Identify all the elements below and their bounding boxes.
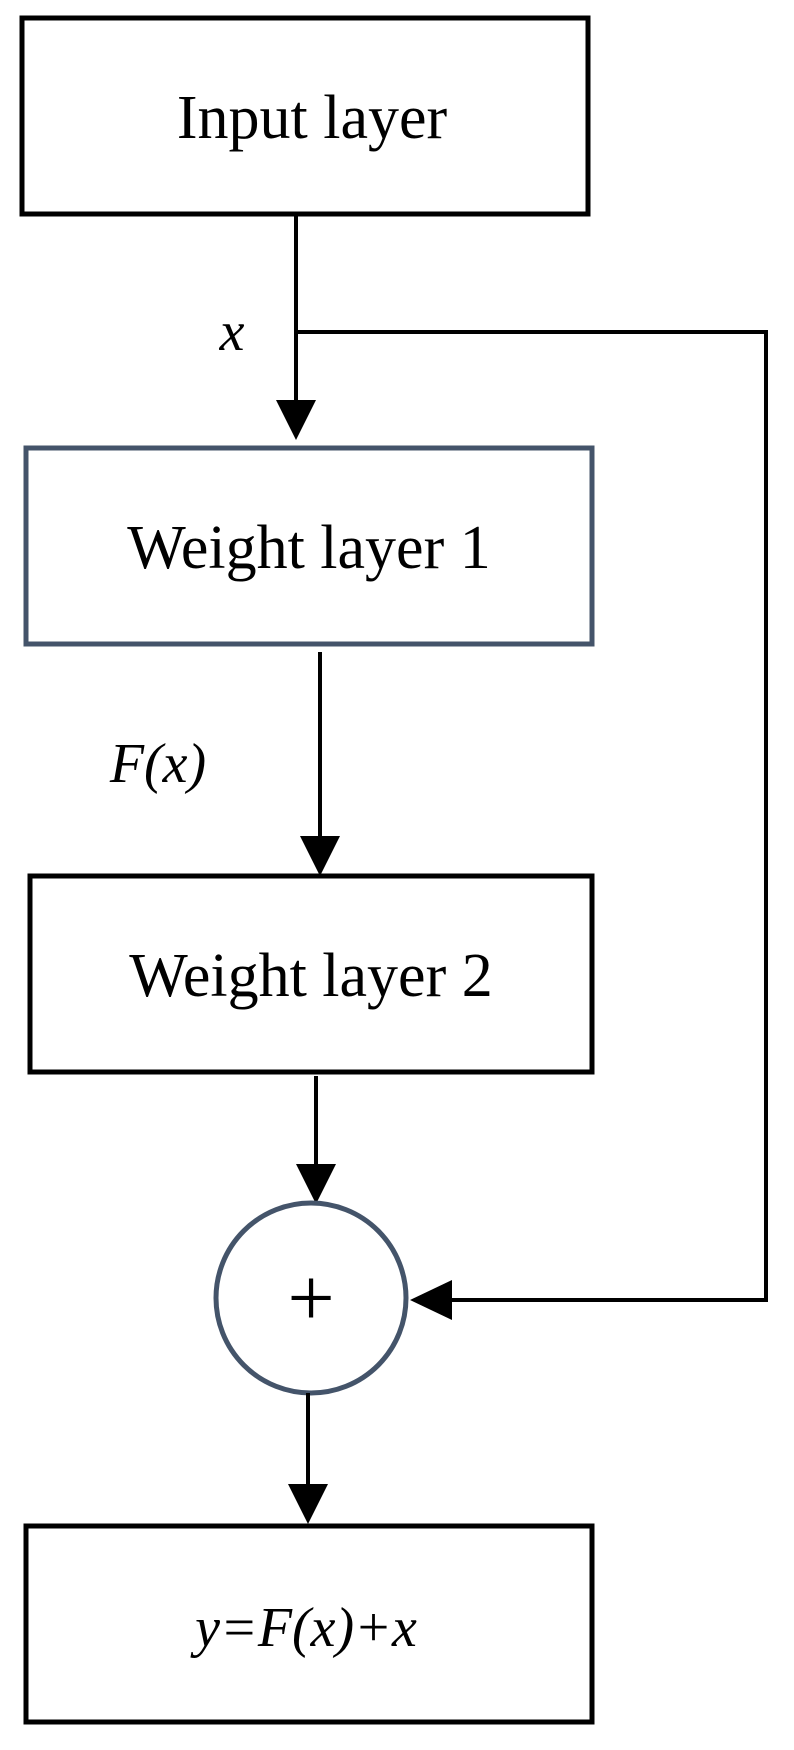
x-variable-label: x xyxy=(219,301,245,363)
output-equation-label: y=F(x)+x xyxy=(190,1597,417,1659)
weight-layer-1-box xyxy=(23,445,595,647)
weight-layer-1-label: Weight layer 1 xyxy=(127,514,490,582)
input-layer-box xyxy=(19,15,591,217)
sum-circle xyxy=(213,1200,409,1396)
arrowhead-output xyxy=(288,1484,328,1524)
plus-icon: + xyxy=(287,1252,334,1345)
arrowhead-weight1 xyxy=(276,400,316,440)
fx-variable-label: F(x) xyxy=(109,733,206,795)
weight-layer-2-node: Weight layer 2 xyxy=(27,873,595,1075)
arrowhead-skip-into-sum xyxy=(410,1280,452,1320)
sum-node: + xyxy=(213,1200,409,1396)
output-box xyxy=(23,1523,595,1725)
skip-connection-line xyxy=(296,330,768,1302)
output-node: y=F(x)+x xyxy=(23,1523,595,1725)
weight-layer-1-node: Weight layer 1 xyxy=(23,445,595,647)
arrowhead-weight2 xyxy=(300,836,340,876)
input-layer-label: Input layer xyxy=(177,84,448,152)
input-layer-node: Input layer xyxy=(19,15,591,217)
weight-layer-2-label: Weight layer 2 xyxy=(129,942,492,1010)
weight-layer-2-box xyxy=(27,873,595,1075)
arrowhead-sum-top xyxy=(296,1164,336,1204)
